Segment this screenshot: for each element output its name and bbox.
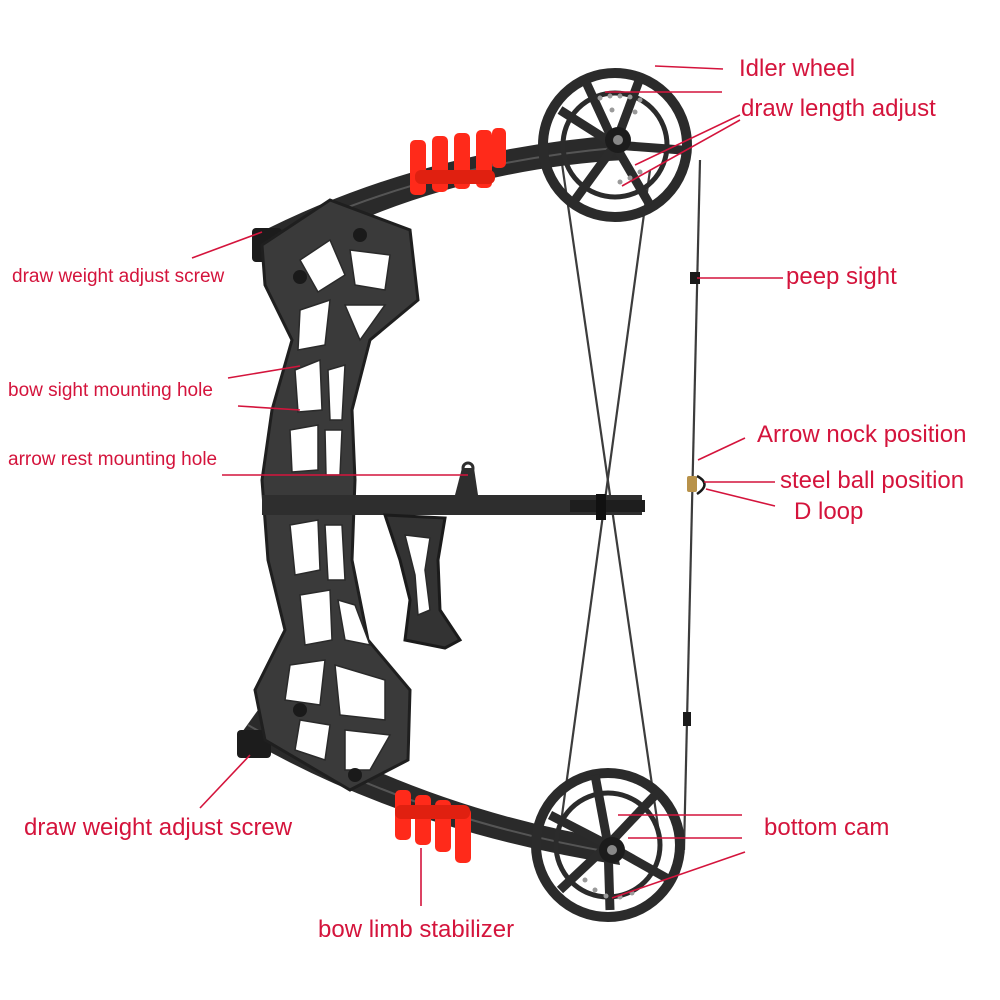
label-arrow-nock-position: Arrow nock position bbox=[757, 421, 967, 448]
bottom-cam bbox=[531, 768, 685, 922]
peep-sight bbox=[690, 272, 700, 284]
label-draw-weight-adjust-screw-bottom: draw weight adjust screw bbox=[24, 814, 293, 841]
label-idler-wheel: Idler wheel bbox=[739, 55, 856, 82]
leader-bottom-cam-3 bbox=[611, 851, 746, 899]
label-bottom-cam: bottom cam bbox=[764, 814, 890, 841]
draw-weight-screw-bottom bbox=[237, 730, 271, 758]
leader-draw-length-3 bbox=[621, 119, 741, 187]
label-arrow-rest-mounting-hole: arrow rest mounting hole bbox=[8, 449, 218, 470]
nock-brass bbox=[687, 476, 697, 492]
limb-dampeners bbox=[395, 128, 506, 863]
label-bow-limb-stabilizer: bow limb stabilizer bbox=[318, 916, 515, 943]
string-accessories bbox=[683, 272, 706, 726]
label-d-loop: D loop bbox=[794, 498, 864, 525]
leader-lines bbox=[191, 65, 783, 906]
label-peep-sight: peep sight bbox=[786, 263, 897, 290]
leader-idler-wheel bbox=[654, 65, 724, 70]
leader-d-loop bbox=[705, 488, 776, 507]
label-draw-length-adjust: draw length adjust bbox=[741, 95, 936, 122]
upper-dampener bbox=[410, 128, 506, 195]
label-draw-weight-adjust-screw-top: draw weight adjust screw bbox=[12, 266, 225, 287]
leader-draw-length-2 bbox=[634, 114, 741, 166]
d-loop bbox=[696, 474, 706, 496]
bow-string bbox=[682, 159, 702, 851]
grip bbox=[382, 513, 463, 650]
leader-draw-weight-top bbox=[191, 231, 263, 259]
lower-dampener bbox=[395, 790, 471, 863]
label-steel-ball-position: steel ball position bbox=[780, 467, 965, 494]
leader-bow-sight-1 bbox=[227, 365, 301, 379]
label-bow-sight-mounting-hole: bow sight mounting hole bbox=[8, 380, 213, 401]
leader-arrow-nock bbox=[697, 437, 746, 461]
bow-sight-mount-hole-upper bbox=[293, 270, 307, 284]
leader-draw-weight-bottom bbox=[199, 754, 251, 809]
leader-bow-sight-2 bbox=[237, 405, 301, 411]
idler-wheel bbox=[538, 68, 692, 222]
